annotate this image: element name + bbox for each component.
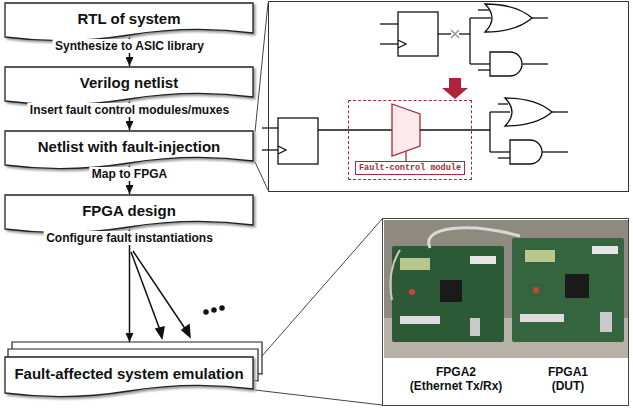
box-title: Netlist with fault-injection: [38, 138, 221, 155]
step-label: Map to FPGA: [89, 167, 170, 181]
board-label: FPGA1 (DUT): [543, 365, 593, 394]
module-label: Fault-control module: [355, 161, 465, 175]
document-outline: [5, 131, 253, 169]
box-title: Fault-affected system emulation: [14, 365, 243, 382]
document-box: RTL of system: [4, 2, 254, 34]
document-box: Fault-affected system emulation: [4, 356, 254, 390]
photo-panel: FPGA2 (Ethernet Tx/Rx) FPGA1 (DUT): [382, 218, 629, 406]
box-title: RTL of system: [77, 10, 180, 27]
circuit-panel: [269, 2, 629, 192]
fpga-photo: [384, 220, 628, 358]
fault-control-box: Fault-control module: [348, 100, 472, 180]
step-label: Synthesize to ASIC library: [52, 39, 207, 53]
box-title: Verilog netlist: [80, 74, 178, 91]
document-box: FPGA design: [4, 194, 254, 226]
circuit-before: [380, 4, 548, 76]
document-outline: [5, 67, 253, 105]
flow-arrow: [129, 228, 131, 342]
document-outline: [5, 357, 253, 397]
transform-arrow: [442, 78, 468, 99]
document-box: Netlist with fault-injection: [4, 130, 254, 162]
circuit-after: [262, 98, 568, 164]
step-label: Insert fault control modules/muxes: [27, 103, 232, 117]
board-label: FPGA2 (Ethernet Tx/Rx): [409, 365, 503, 394]
document-outline: [5, 195, 253, 233]
document-outline: [5, 3, 253, 41]
step-label: Configure fault instantiations: [43, 231, 216, 245]
box-title: FPGA design: [82, 202, 176, 219]
document-box: Verilog netlist: [4, 66, 254, 98]
fan-arrows: [131, 251, 224, 338]
